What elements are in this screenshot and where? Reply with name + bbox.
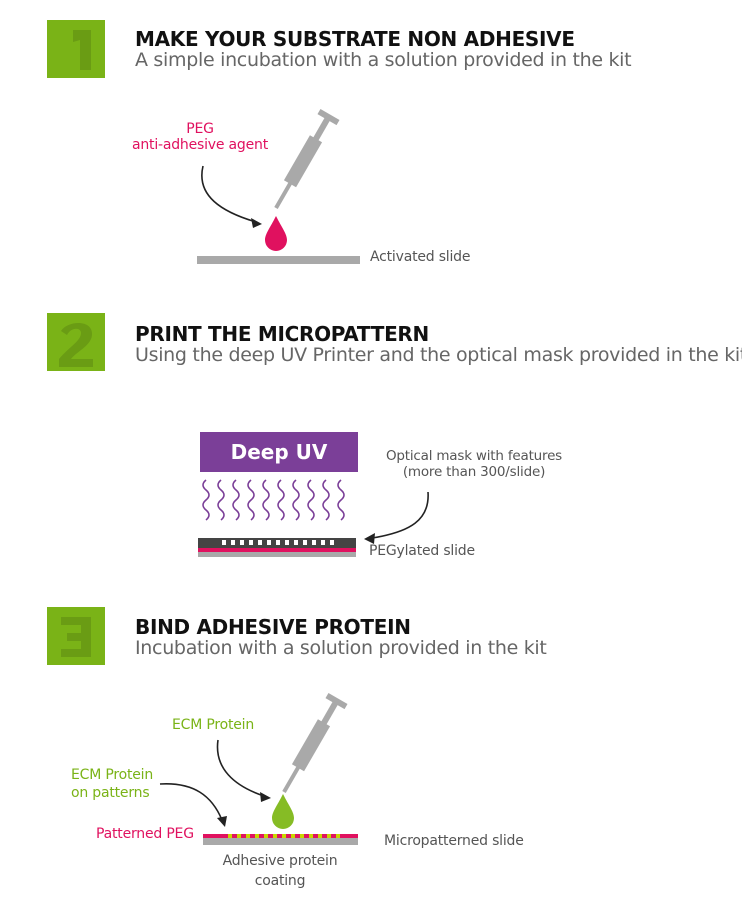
mask-feature <box>240 540 244 545</box>
ecm-pattern <box>237 834 241 838</box>
uv-wave <box>217 479 225 521</box>
step-1-subtitle: A simple incubation with a solution prov… <box>135 49 632 71</box>
peg-drop-icon <box>265 216 287 251</box>
ecm-pattern <box>228 834 232 838</box>
micropatterned-slide-label: Micropatterned slide <box>384 833 524 849</box>
uv-wave <box>292 479 300 521</box>
ecm-pattern <box>282 834 286 838</box>
step-3-title: BIND ADHESIVE PROTEIN <box>135 615 411 639</box>
activated-slide-label: Activated slide <box>370 249 471 265</box>
ecm-pattern <box>318 834 322 838</box>
peg-label: PEG anti-adhesive agent <box>131 121 268 153</box>
mask-feature <box>249 540 253 545</box>
mask-feature <box>276 540 280 545</box>
pegylated-slide-label: PEGylated slide <box>369 543 475 559</box>
mask-arrow <box>371 491 429 539</box>
ecm-pattern <box>246 834 250 838</box>
mask-feature <box>330 540 334 545</box>
mask-feature <box>285 540 289 545</box>
uv-waves <box>202 479 345 521</box>
uv-wave <box>247 479 255 521</box>
patterned-layer <box>203 834 358 838</box>
mask-feature <box>321 540 325 545</box>
peg-layer <box>198 548 356 552</box>
optical-mask-label: Optical mask with features (more than 30… <box>385 448 563 480</box>
step-1-number-badge <box>47 20 105 78</box>
mask-feature <box>267 540 271 545</box>
mask-feature <box>231 540 235 545</box>
mask-feature <box>312 540 316 545</box>
pipette-icon <box>274 108 340 209</box>
pipette-icon <box>282 692 348 793</box>
ecm-pattern <box>300 834 304 838</box>
uv-wave <box>337 479 345 521</box>
uv-wave <box>232 479 240 521</box>
ecm-pattern <box>309 834 313 838</box>
uv-wave <box>322 479 330 521</box>
ecm-patterns-arrow <box>159 783 223 821</box>
mask-feature <box>258 540 262 545</box>
step-1-title: MAKE YOUR SUBSTRATE NON ADHESIVE <box>135 27 575 51</box>
ecm-protein-label: ECM Protein <box>172 717 255 733</box>
ecm-drop-icon <box>272 794 294 829</box>
micropatterned-slide <box>203 838 358 845</box>
mask-feature <box>303 540 307 545</box>
patterned-peg-label: Patterned PEG <box>96 826 194 842</box>
step-3-number-badge <box>47 607 105 665</box>
ecm-pattern <box>264 834 268 838</box>
adhesive-coating-label: Adhesive protein coating <box>222 853 338 889</box>
uv-wave <box>307 479 315 521</box>
ecm-pattern <box>291 834 295 838</box>
ecm-pattern <box>336 834 340 838</box>
ecm-pattern <box>255 834 259 838</box>
mask-feature <box>222 540 226 545</box>
activated-slide <box>197 256 360 264</box>
optical-mask <box>198 538 356 548</box>
uv-wave <box>262 479 270 521</box>
patterned-peg-layer <box>203 834 358 838</box>
peg-arrow <box>201 165 257 223</box>
deep-uv-label: Deep UV <box>230 440 328 464</box>
step-2-number-badge <box>47 313 105 371</box>
mask-feature <box>294 540 298 545</box>
ecm-protein-patterns-label: ECM Protein on patterns <box>71 767 154 801</box>
ecm-pattern <box>273 834 277 838</box>
ecm-arrow <box>216 739 265 797</box>
uv-wave <box>277 479 285 521</box>
step-3-subtitle: Incubation with a solution provided in t… <box>135 637 547 659</box>
uv-wave <box>202 479 210 521</box>
ecm-pattern <box>327 834 331 838</box>
step-2-subtitle: Using the deep UV Printer and the optica… <box>135 344 742 366</box>
deep-uv-box: Deep UV <box>200 432 358 472</box>
pegylated-slide <box>198 552 356 557</box>
step-2-title: PRINT THE MICROPATTERN <box>135 322 429 346</box>
